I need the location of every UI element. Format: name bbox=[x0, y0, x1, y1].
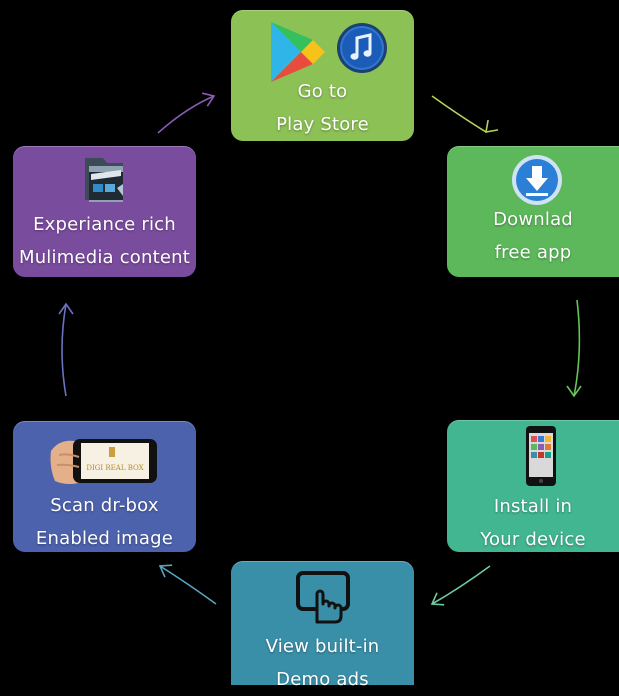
arrow-download-to-install-head bbox=[566, 385, 582, 398]
itunes-icon bbox=[336, 22, 388, 78]
arrow-play-to-download bbox=[431, 95, 499, 133]
arrow-download-to-install bbox=[566, 299, 582, 398]
smartphone-icon bbox=[525, 425, 557, 491]
step-install: Install in Your device bbox=[447, 420, 619, 552]
step-play-store-line-1: Go to bbox=[297, 81, 348, 102]
phone-screen-text: DIGI REAL BOX bbox=[86, 464, 143, 472]
arrow-scan-to-multimedia-head bbox=[58, 302, 74, 315]
hand-phone-icon: DIGI REAL BOX bbox=[49, 431, 161, 493]
step-play-store: Go to Play Store bbox=[231, 10, 414, 141]
step-download-line-2: free app bbox=[494, 242, 572, 263]
step-download-line-1: Downlad bbox=[493, 209, 573, 230]
step-download: Downlad free app bbox=[447, 146, 619, 277]
step-scan: DIGI REAL BOX Scan dr-box Enabled image bbox=[13, 421, 196, 552]
step-multimedia: Experiance rich Mulimedia content bbox=[13, 146, 196, 277]
step-install-line-2: Your device bbox=[480, 529, 586, 550]
arrow-play-to-download-head bbox=[485, 119, 499, 133]
step-multimedia-line-2: Mulimedia content bbox=[18, 247, 191, 268]
arrow-demo-to-scan bbox=[158, 564, 217, 605]
play-store-icon bbox=[269, 20, 327, 88]
download-icon bbox=[511, 154, 563, 210]
step-play-store-line-2: Play Store bbox=[276, 114, 369, 135]
step-install-line-1: Install in bbox=[493, 496, 573, 517]
media-folder-icon bbox=[77, 152, 131, 210]
step-scan-line-1: Scan dr-box bbox=[50, 495, 159, 516]
arrow-demo-to-scan-head bbox=[158, 564, 173, 578]
arrow-multimedia-to-play-head bbox=[201, 92, 216, 107]
arrow-install-to-demo bbox=[430, 565, 491, 606]
step-multimedia-line-1: Experiance rich bbox=[33, 214, 176, 235]
step-demo-line-1: View built-in bbox=[265, 636, 380, 657]
arrow-multimedia-to-play bbox=[157, 92, 216, 134]
step-scan-line-2: Enabled image bbox=[35, 528, 174, 549]
arrow-scan-to-multimedia bbox=[58, 302, 74, 397]
step-demo: View built-in Demo ads bbox=[231, 561, 414, 690]
arrow-install-to-demo-head bbox=[430, 592, 445, 606]
touch-screen-icon bbox=[295, 568, 351, 628]
step-demo-line-2: Demo ads bbox=[276, 669, 369, 690]
